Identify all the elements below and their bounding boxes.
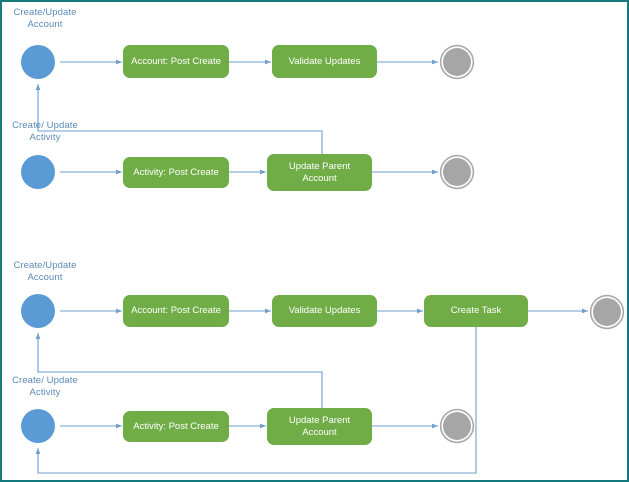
swimlane-label-top-account: Create/Update Account xyxy=(13,7,77,30)
activity-bottom-activity-post-create[interactable]: Activity: Post Create xyxy=(123,411,229,442)
start-node-bottom-activity[interactable] xyxy=(21,409,55,443)
activity-top-validate-updates[interactable]: Validate Updates xyxy=(272,45,377,78)
activity-top-update-parent-account[interactable]: Update Parent Account xyxy=(267,154,372,191)
start-node-bottom-account[interactable] xyxy=(21,294,55,328)
end-node-top-account[interactable] xyxy=(443,48,471,76)
connector-top-feedback-update-parent-to-account-start xyxy=(35,84,323,155)
activity-bottom-create-task[interactable]: Create Task xyxy=(424,295,528,327)
connector-bottom-feedback-update-parent-to-account-start xyxy=(35,333,323,409)
activity-top-activity-post-create[interactable]: Activity: Post Create xyxy=(123,157,229,188)
start-node-top-account[interactable] xyxy=(21,45,55,79)
activity-bottom-update-parent-account[interactable]: Update Parent Account xyxy=(267,408,372,445)
swimlane-label-bottom-activity: Create/ Update Activity xyxy=(12,375,78,398)
end-node-bottom-account[interactable] xyxy=(593,298,621,326)
connector-bottom-feedback-create-task-to-activity-start xyxy=(35,324,477,474)
activity-bottom-account-post-create[interactable]: Account: Post Create xyxy=(123,295,229,327)
start-node-top-activity[interactable] xyxy=(21,155,55,189)
swimlane-label-bottom-account: Create/Update Account xyxy=(13,260,77,283)
end-node-top-activity[interactable] xyxy=(443,158,471,186)
swimlane-label-top-activity: Create/ Update Activity xyxy=(12,120,78,143)
activity-top-account-post-create[interactable]: Account: Post Create xyxy=(123,45,229,78)
end-node-bottom-activity[interactable] xyxy=(443,412,471,440)
activity-bottom-validate-updates[interactable]: Validate Updates xyxy=(272,295,377,327)
